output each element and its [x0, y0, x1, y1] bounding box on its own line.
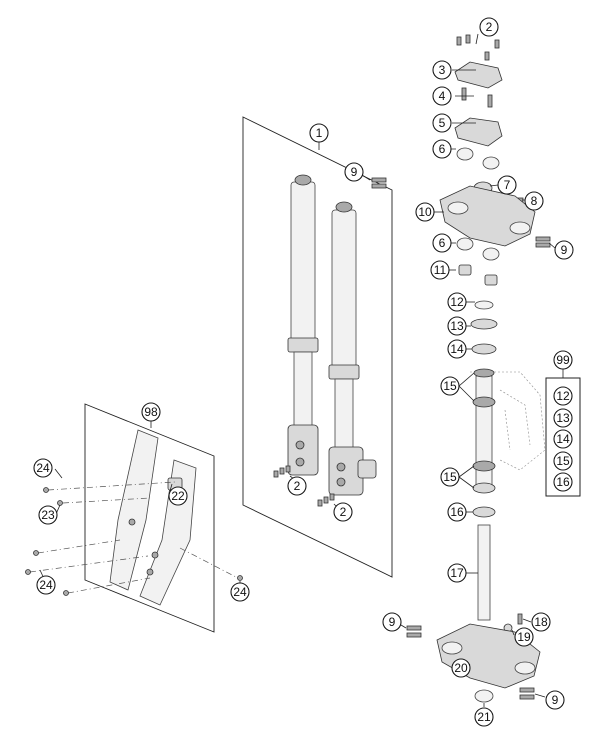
svg-text:8: 8 — [531, 194, 538, 208]
svg-text:14: 14 — [450, 342, 464, 356]
svg-text:23: 23 — [41, 508, 55, 522]
svg-text:15: 15 — [556, 454, 570, 468]
kit-item-12[interactable]: 12 — [553, 386, 573, 406]
left-fork-guard — [109, 429, 159, 591]
handlebar-clamp-upper — [454, 61, 503, 89]
callout-22[interactable]: 22 — [168, 486, 188, 506]
steering-stem — [477, 524, 491, 621]
svg-text:1: 1 — [316, 126, 323, 140]
callout-15-lower[interactable]: 15 — [440, 467, 460, 487]
callout-21[interactable]: 21 — [474, 707, 494, 727]
svg-text:12: 12 — [556, 389, 570, 403]
callout-98[interactable]: 98 — [141, 402, 161, 422]
svg-text:9: 9 — [552, 693, 559, 707]
svg-text:9: 9 — [351, 165, 358, 179]
callouts: 1 2 3 4 5 6 9 7 8 10 9 6 11 12 13 14 15 … — [33, 17, 574, 727]
svg-text:21: 21 — [477, 710, 491, 724]
svg-text:2: 2 — [486, 20, 493, 34]
svg-text:14: 14 — [556, 432, 570, 446]
callout-23[interactable]: 23 — [38, 505, 58, 525]
handlebar-clamp-lower — [454, 117, 503, 147]
callout-11[interactable]: 11 — [430, 260, 450, 280]
callout-24-right[interactable]: 24 — [230, 582, 250, 602]
callout-2-fork-right[interactable]: 2 — [333, 502, 353, 522]
callout-24-left[interactable]: 24 — [36, 575, 56, 595]
svg-text:6: 6 — [439, 142, 446, 156]
svg-text:2: 2 — [294, 479, 301, 493]
callout-12[interactable]: 12 — [447, 292, 467, 312]
svg-text:9: 9 — [389, 615, 396, 629]
svg-text:2: 2 — [340, 505, 347, 519]
callout-9-lower-right[interactable]: 9 — [545, 690, 565, 710]
callout-13[interactable]: 13 — [447, 316, 467, 336]
callout-19[interactable]: 19 — [514, 627, 534, 647]
callout-16[interactable]: 16 — [447, 502, 467, 522]
callout-6-top[interactable]: 6 — [432, 139, 452, 159]
callout-7[interactable]: 7 — [497, 175, 517, 195]
callout-9-lower-left[interactable]: 9 — [382, 612, 402, 632]
svg-text:5: 5 — [439, 116, 446, 130]
svg-text:15: 15 — [443, 379, 457, 393]
upper-triple-clamp — [439, 185, 536, 247]
callout-20[interactable]: 20 — [451, 658, 471, 678]
svg-text:24: 24 — [39, 578, 53, 592]
svg-text:22: 22 — [171, 489, 185, 503]
svg-text:16: 16 — [556, 475, 570, 489]
callout-8[interactable]: 8 — [524, 191, 544, 211]
right-fork-leg — [328, 201, 377, 496]
svg-text:13: 13 — [556, 411, 570, 425]
callout-9-top[interactable]: 9 — [344, 162, 364, 182]
callout-10[interactable]: 10 — [415, 202, 435, 222]
svg-text:4: 4 — [439, 89, 446, 103]
callout-18[interactable]: 18 — [531, 612, 551, 632]
kit-item-14[interactable]: 14 — [553, 429, 573, 449]
svg-text:3: 3 — [439, 63, 446, 77]
callout-17[interactable]: 17 — [447, 563, 467, 583]
callout-14[interactable]: 14 — [447, 339, 467, 359]
svg-text:15: 15 — [443, 470, 457, 484]
callout-1[interactable]: 1 — [309, 123, 329, 143]
svg-text:19: 19 — [517, 630, 531, 644]
callout-6-lower[interactable]: 6 — [432, 233, 452, 253]
svg-text:16: 16 — [450, 505, 464, 519]
svg-text:24: 24 — [36, 461, 50, 475]
fork-legs-group — [242, 116, 393, 578]
svg-text:10: 10 — [418, 205, 432, 219]
callout-2-top[interactable]: 2 — [479, 17, 499, 37]
kit-item-13[interactable]: 13 — [553, 408, 573, 428]
callout-9-right[interactable]: 9 — [554, 240, 574, 260]
leader-lines — [39, 33, 556, 707]
svg-text:24: 24 — [233, 585, 247, 599]
callout-2-fork-left[interactable]: 2 — [287, 476, 307, 496]
svg-text:18: 18 — [534, 615, 548, 629]
callout-3[interactable]: 3 — [432, 60, 452, 80]
kit-item-15[interactable]: 15 — [553, 451, 573, 471]
svg-text:20: 20 — [454, 661, 468, 675]
frame-outline — [470, 371, 546, 471]
callout-15-upper[interactable]: 15 — [440, 376, 460, 396]
svg-text:13: 13 — [450, 319, 464, 333]
svg-text:6: 6 — [439, 236, 446, 250]
svg-text:7: 7 — [504, 178, 511, 192]
svg-text:98: 98 — [144, 405, 158, 419]
callout-99[interactable]: 99 — [553, 350, 573, 370]
fork-protector-group — [25, 403, 243, 633]
steering-parts-group — [371, 34, 551, 703]
callout-4[interactable]: 4 — [432, 86, 452, 106]
svg-text:99: 99 — [556, 353, 570, 367]
callout-24-top[interactable]: 24 — [33, 458, 53, 478]
svg-text:12: 12 — [450, 295, 464, 309]
kit-item-16[interactable]: 16 — [553, 472, 573, 492]
svg-text:17: 17 — [450, 566, 464, 580]
callout-5[interactable]: 5 — [432, 113, 452, 133]
left-fork-leg — [287, 174, 319, 476]
svg-text:11: 11 — [434, 263, 447, 277]
svg-text:9: 9 — [561, 243, 568, 257]
